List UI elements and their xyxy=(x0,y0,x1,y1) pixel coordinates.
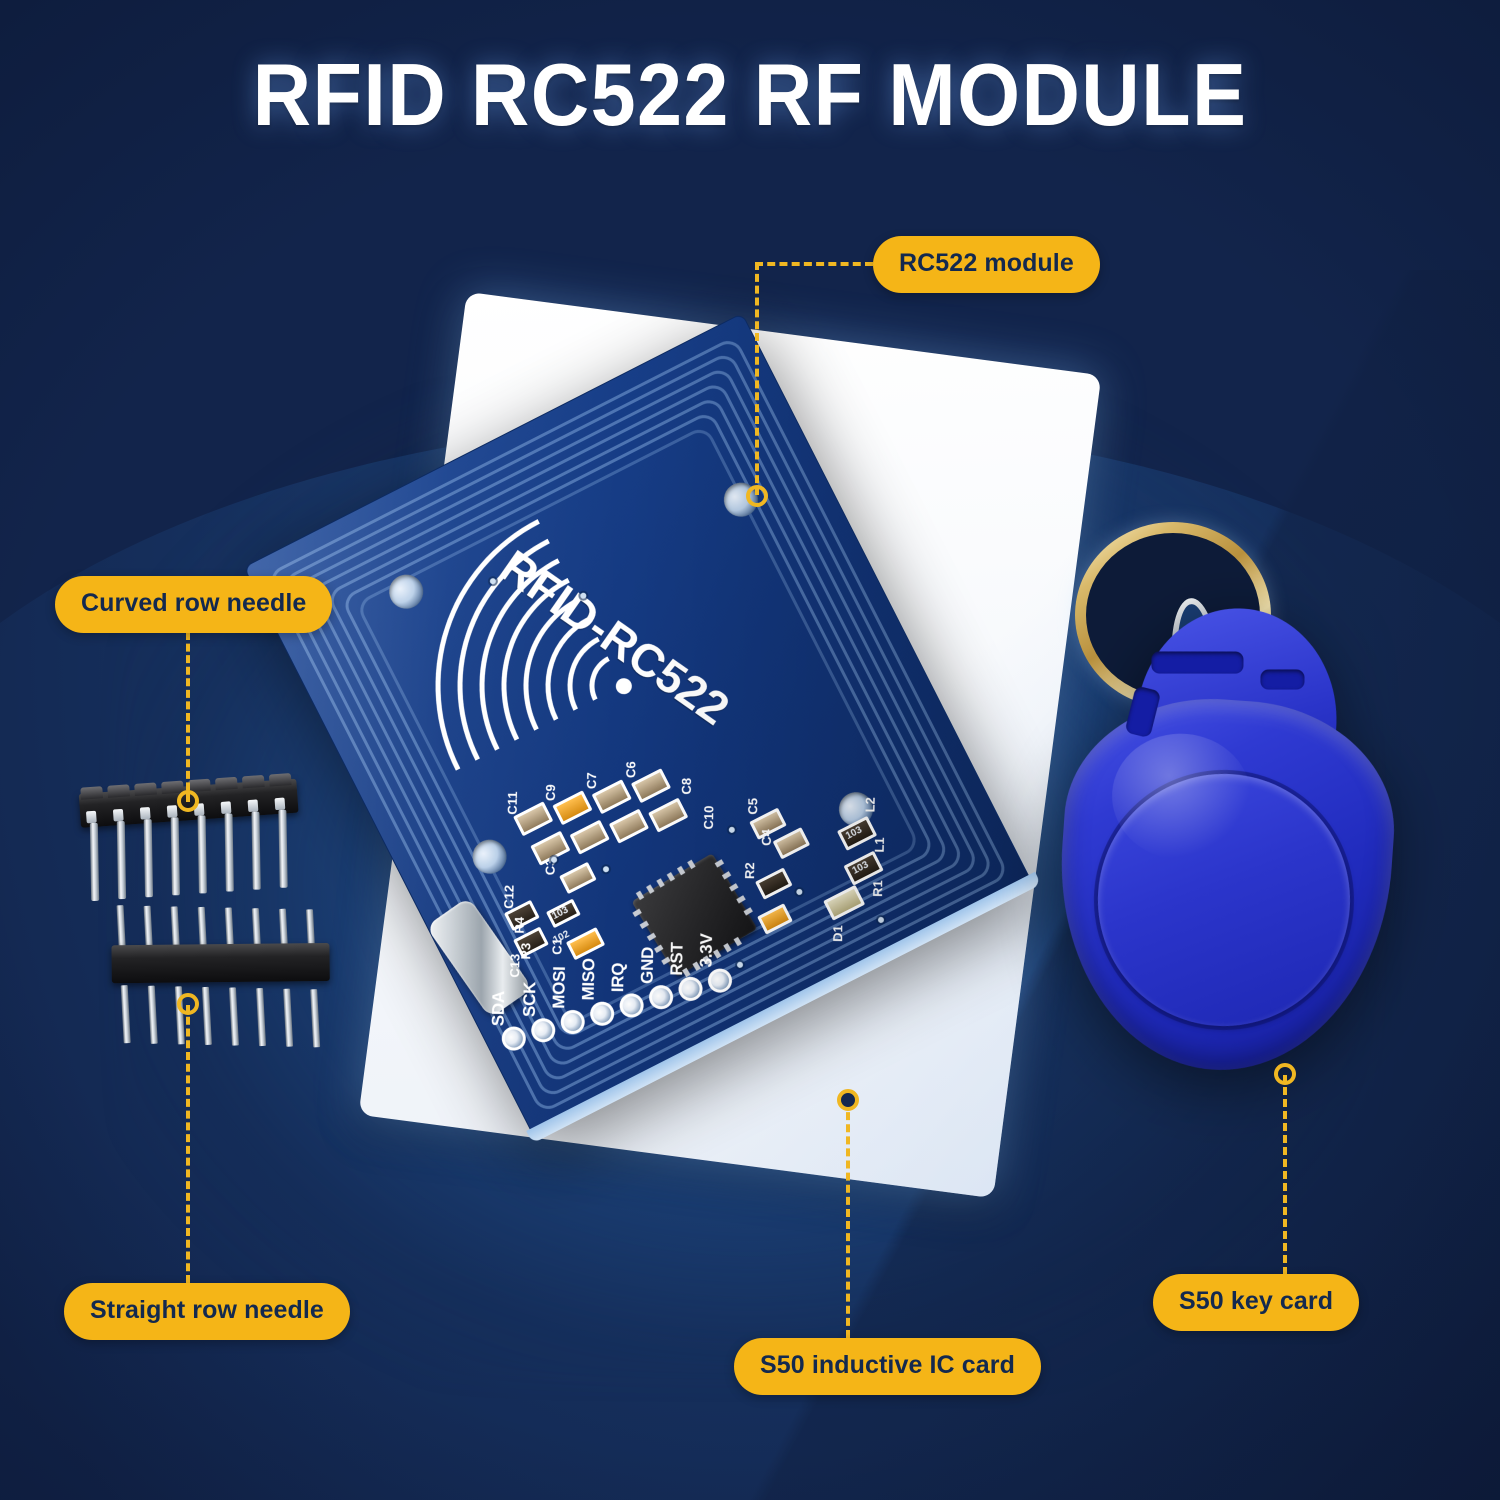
leader-line-ic-card xyxy=(846,1100,850,1338)
callout-straight-row-needle[interactable]: Straight row needle xyxy=(64,1283,350,1340)
leader-node-icon-rc522 xyxy=(746,485,768,507)
callout-rc522-module[interactable]: RC522 module xyxy=(873,236,1100,293)
curved-row-needle-header xyxy=(74,764,313,910)
leader-line-key-card xyxy=(1283,1075,1287,1275)
leader-node-icon-ic-card xyxy=(837,1089,859,1111)
leader-line-rc522 xyxy=(755,262,759,495)
page-title: RFID RC522 RF MODULE xyxy=(252,45,1248,144)
leader-node-icon-straight-needle xyxy=(177,993,199,1015)
leader-node-icon-key-card xyxy=(1274,1063,1296,1085)
callout-s50-key-card[interactable]: S50 key card xyxy=(1153,1274,1360,1331)
leader-line-curved-needle xyxy=(186,632,190,802)
leader-node-icon-curved-needle xyxy=(177,790,199,812)
callout-s50-inductive-ic-card[interactable]: S50 inductive IC card xyxy=(734,1338,1041,1395)
leader-line-rc522-h xyxy=(755,262,873,266)
leader-line-straight-needle xyxy=(186,1005,190,1283)
s50-key-fob xyxy=(1047,601,1403,1082)
callout-curved-row-needle[interactable]: Curved row needle xyxy=(55,576,333,633)
straight-row-needle-header xyxy=(104,894,341,1048)
